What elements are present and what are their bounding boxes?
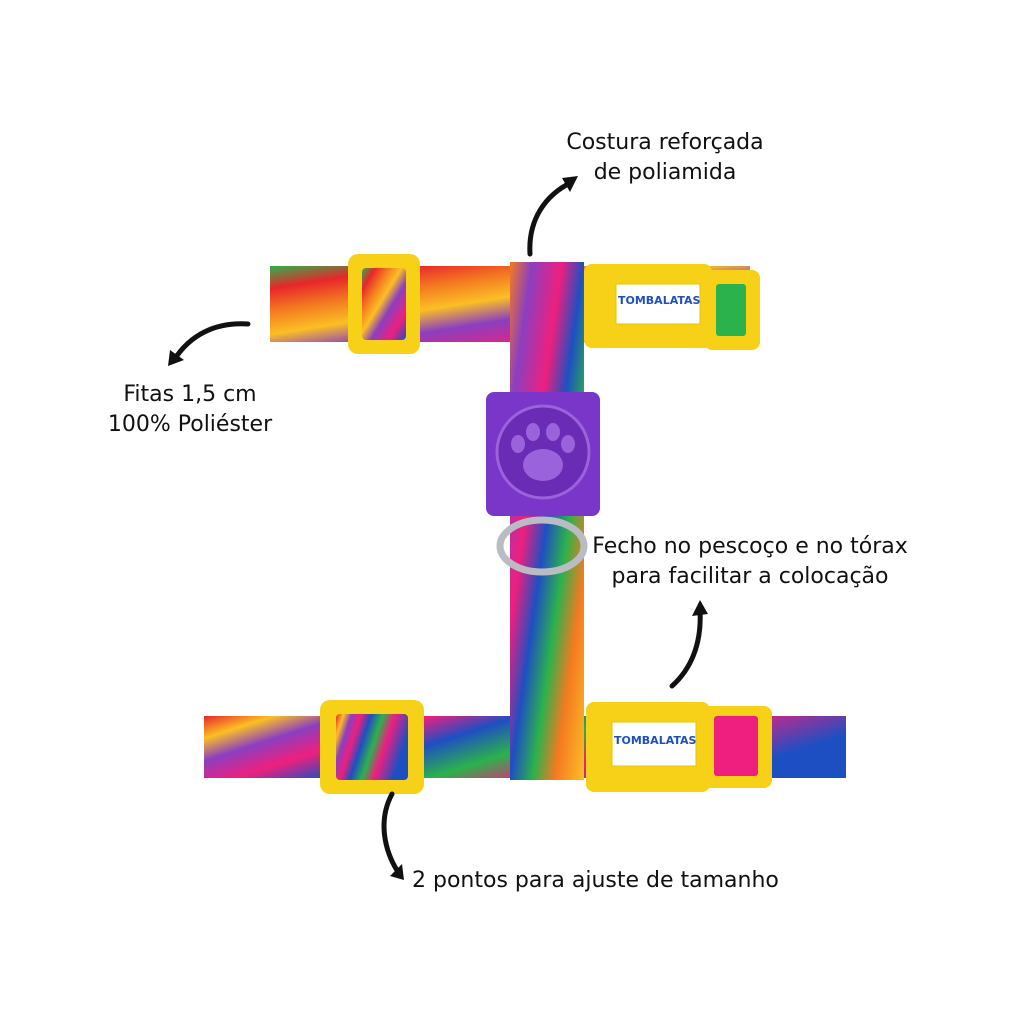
curved-arrow-icon [527, 179, 575, 257]
straps-annotation-line2: 100% Poliéster [107, 412, 273, 437]
paw-print-icon [511, 423, 575, 481]
curved-arrow-icon [381, 791, 401, 875]
buckles-annotation: Fecho no pescoço e no tórax para facilit… [578, 532, 922, 592]
brand-logo-top: TOMBALATAS [618, 294, 701, 307]
adjust-annotation: 2 pontos para ajuste de tamanho [412, 866, 779, 896]
bottom-adjust-slider [320, 700, 424, 794]
buckles-annotation-line2: para facilitar a colocação [611, 564, 889, 589]
straps-annotation-line1: Fitas 1,5 cm [123, 382, 257, 407]
top-adjust-slider [348, 254, 420, 354]
buckles-annotation-line1: Fecho no pescoço e no tórax [592, 534, 908, 559]
brand-logo-bottom: TOMBALATAS [614, 734, 697, 747]
curved-arrow-icon [171, 321, 251, 363]
straps-annotation: Fitas 1,5 cm 100% Poliéster [90, 380, 290, 440]
d-ring [496, 516, 588, 576]
adjust-annotation-line1: 2 pontos para ajuste de tamanho [412, 868, 779, 893]
seam-annotation-line1: Costura reforçada [566, 130, 764, 155]
curved-arrow-icon [669, 607, 703, 689]
bottom-clip-buckle [586, 702, 772, 792]
top-clip-buckle [584, 264, 760, 350]
seam-annotation: Costura reforçada de poliamida [540, 128, 790, 188]
seam-annotation-line2: de poliamida [593, 160, 737, 185]
